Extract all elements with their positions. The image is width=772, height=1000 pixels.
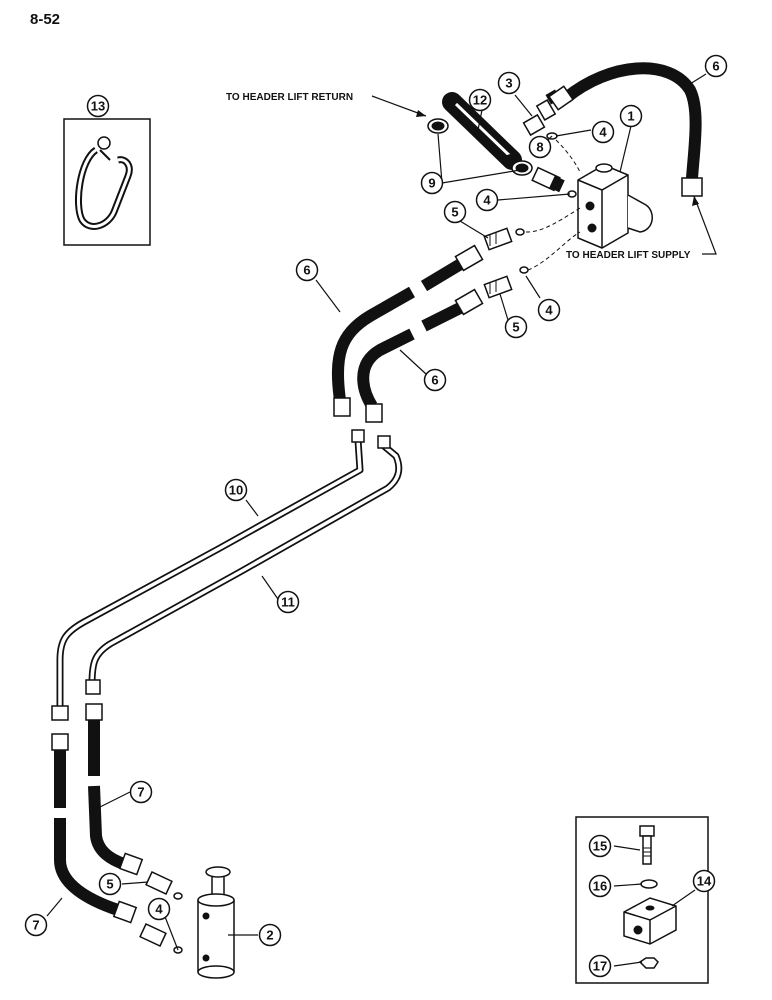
callout-11: 11 — [276, 590, 300, 614]
callout-6-right: 6 — [423, 368, 447, 392]
mounting-block-drawing — [623, 897, 677, 945]
callout-8: 8 — [528, 135, 552, 159]
svg-text:6: 6 — [431, 373, 438, 388]
svg-text:4: 4 — [599, 125, 607, 140]
callout-15: 15 — [588, 834, 612, 858]
callout-17: 17 — [588, 954, 612, 978]
header-lift-supply-label: TO HEADER LIFT SUPPLY — [566, 250, 691, 261]
hose-7-left-drawing — [51, 733, 138, 924]
callout-4-mid: 4 — [475, 188, 499, 212]
dash-guide-2 — [527, 231, 581, 271]
svg-text:9: 9 — [428, 176, 435, 191]
connector-5-lower-drawing — [483, 275, 513, 299]
svg-text:6: 6 — [712, 59, 719, 74]
svg-text:10: 10 — [229, 483, 243, 498]
callout-4-upper: 4 — [591, 120, 615, 144]
callout-6-top: 6 — [704, 54, 728, 78]
callout-3: 3 — [497, 71, 521, 95]
svg-text:5: 5 — [451, 205, 458, 220]
washer-drawing — [640, 879, 658, 889]
lift-cylinder-drawing — [197, 866, 235, 979]
svg-text:3: 3 — [505, 76, 512, 91]
callout-5-lower: 5 — [98, 872, 122, 896]
supply-leader — [693, 195, 717, 255]
callout-5-mid: 5 — [504, 315, 528, 339]
tube-11-drawing — [85, 435, 403, 695]
callout-7-left: 7 — [24, 913, 48, 937]
callout-2: 2 — [258, 923, 282, 947]
callout-4-right: 4 — [537, 298, 561, 322]
svg-text:4: 4 — [155, 902, 163, 917]
connector-5-cyl-upper — [145, 871, 173, 895]
svg-text:1: 1 — [627, 109, 634, 124]
callout-14: 14 — [692, 869, 716, 893]
callout-10: 10 — [224, 478, 248, 502]
svg-text:8: 8 — [536, 140, 543, 155]
page-number: 8-52 — [30, 11, 60, 28]
return-leader — [371, 95, 427, 117]
svg-text:11: 11 — [281, 595, 295, 610]
svg-text:7: 7 — [137, 785, 144, 800]
svg-text:12: 12 — [473, 93, 487, 108]
hose-6-supply-drawing — [547, 62, 703, 197]
clamp-9-lower-drawing — [511, 160, 533, 176]
connector-5-cyl-lower — [139, 923, 167, 947]
svg-text:14: 14 — [697, 874, 712, 889]
hose-6-left-drawing — [331, 244, 484, 417]
bolt-drawing — [639, 825, 655, 865]
svg-text:5: 5 — [512, 320, 519, 335]
svg-text:13: 13 — [91, 99, 105, 114]
svg-text:17: 17 — [593, 959, 607, 974]
nut-drawing — [638, 957, 659, 969]
valve-block-drawing — [577, 163, 653, 249]
svg-text:6: 6 — [303, 263, 310, 278]
callout-4-lower: 4 — [147, 897, 171, 921]
hose-7-right-drawing — [85, 703, 144, 876]
o-ring-cyl-1 — [173, 892, 183, 900]
svg-text:7: 7 — [32, 918, 39, 933]
svg-text:4: 4 — [483, 193, 491, 208]
callout-12: 12 — [468, 88, 492, 112]
svg-text:15: 15 — [593, 839, 607, 854]
hose-6-right-drawing — [357, 288, 484, 423]
hose-12-drawing — [442, 92, 522, 170]
svg-text:4: 4 — [545, 303, 553, 318]
o-ring-valve-2 — [515, 228, 525, 236]
clamp-9-upper-drawing — [427, 118, 449, 134]
callout-1: 1 — [619, 104, 643, 128]
callout-16: 16 — [588, 874, 612, 898]
svg-text:16: 16 — [593, 879, 607, 894]
callout-6-left: 6 — [295, 258, 319, 282]
o-ring-valve-3 — [519, 266, 529, 274]
return-arrowhead — [416, 110, 426, 117]
callout-7-right: 7 — [129, 780, 153, 804]
supply-arrowhead — [692, 196, 699, 206]
hose-clamp-drawing — [74, 136, 133, 230]
dash-guide-3 — [555, 139, 581, 173]
svg-text:5: 5 — [106, 877, 113, 892]
inset-clamp-box — [63, 118, 151, 246]
header-lift-return-label: TO HEADER LIFT RETURN — [226, 92, 353, 103]
callout-5-upper: 5 — [443, 200, 467, 224]
callouts: 1 2 3 4 4 4 4 5 5 5 6 6 6 7 7 8 9 10 11 … — [24, 54, 728, 978]
connector-5-upper-drawing — [483, 227, 513, 251]
adapter-fitting-drawing — [531, 166, 565, 193]
callout-leaders — [46, 73, 707, 967]
dash-guide-1 — [525, 207, 581, 233]
svg-text:2: 2 — [266, 928, 273, 943]
tube-10-drawing — [51, 429, 365, 721]
callout-13: 13 — [86, 94, 110, 118]
callout-9: 9 — [420, 171, 444, 195]
